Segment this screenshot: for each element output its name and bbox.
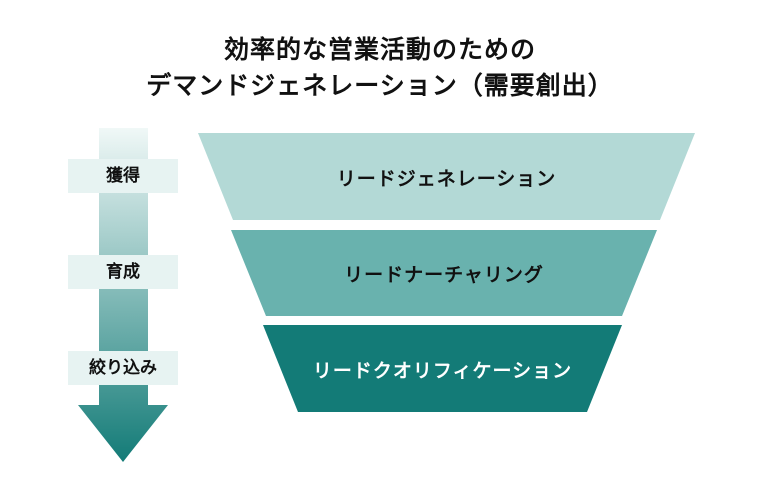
stage-label-acquire: 獲得 <box>106 166 140 186</box>
funnel-stage-lead-qualification <box>263 325 622 412</box>
stage-label-qualify: 絞り込み <box>89 358 157 378</box>
stage-label-nurture: 育成 <box>106 262 140 282</box>
funnel-stage-lead-generation <box>198 133 695 220</box>
diagram-title-line-2: デマンドジェネレーション（需要創出） <box>146 71 614 100</box>
funnel-label-lead-nurturing: リードナーチャリング <box>344 264 544 286</box>
stage-label-box <box>68 351 178 385</box>
funnel-stage-lead-nurturing <box>231 230 657 316</box>
funnel-label-lead-generation: リードジェネレーション <box>336 168 557 190</box>
funnel-label-lead-qualification: リードクオリフィケーション <box>312 360 573 382</box>
stage-label-box <box>68 255 178 289</box>
stage-label-box <box>68 159 178 193</box>
diagram-title-line-1: 効率的な営業活動のための <box>223 35 536 64</box>
